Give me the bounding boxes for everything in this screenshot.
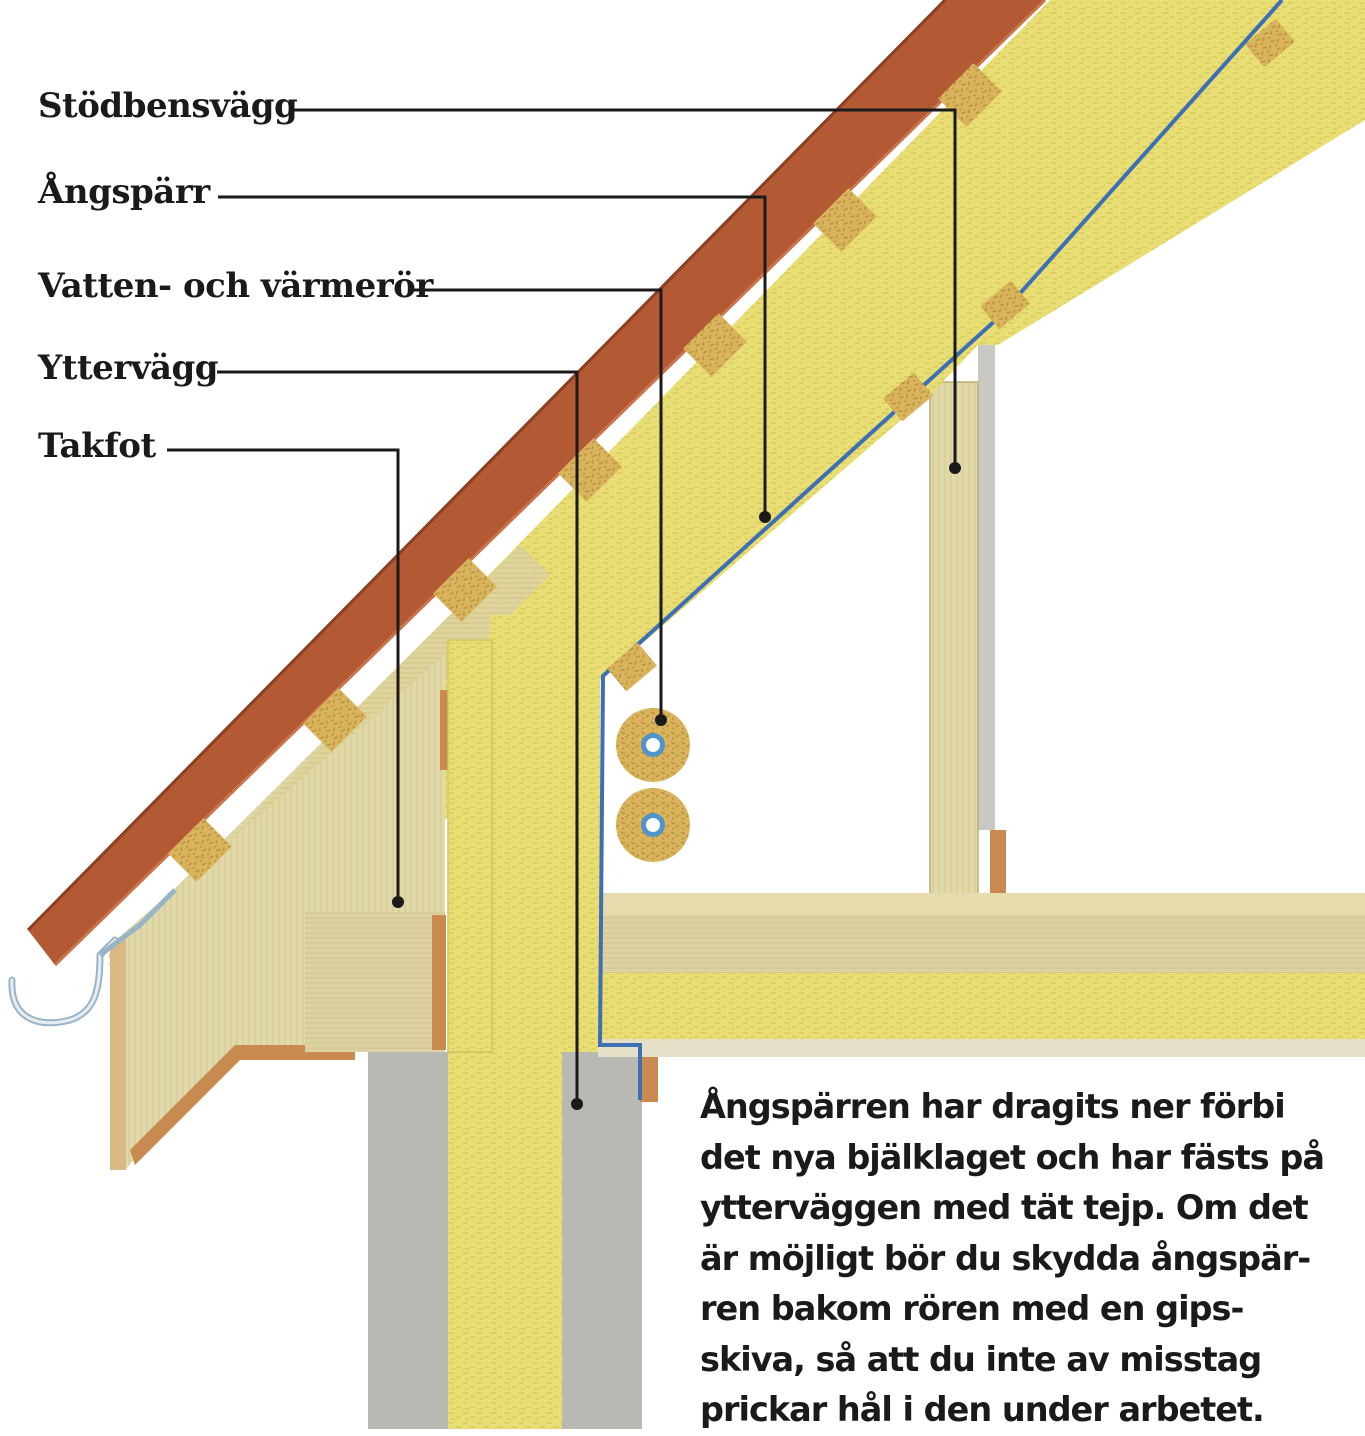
caption-line: Ångspärren har dragits ner förbi [700,1087,1286,1126]
roof-tiles [26,0,1047,967]
leader-angsparr [218,195,767,517]
leader-vatten [410,288,663,720]
label-stodbensvagg: Stödbensvägg [38,86,298,126]
leader-stodbensvagg [290,108,957,468]
leader-lines [167,108,957,1104]
leader-yttervagg [217,370,579,1104]
caption-line: det nya bjälklaget och har fästs på [700,1137,1325,1177]
leader-takfot [167,448,400,902]
outer-wall-post [448,640,492,1052]
caption-line: prickar hål i den under arbetet. [700,1390,1265,1429]
caption-line: ytterväggen med tät tejp. Om det [700,1188,1309,1227]
caption-line: är möjligt bör du skydda ångspär- [700,1238,1311,1278]
caption-line: ren bakom rören med en gips- [700,1289,1244,1328]
wall-insulation-lower [448,1052,562,1429]
gutter-icon [8,888,177,1027]
label-vatten-varmeror: Vatten- och värmerör [38,266,433,306]
vapor-barrier [597,0,1284,1100]
label-yttervagg: Yttervägg [38,348,219,388]
label-angsparr: Ångspärr [38,172,210,212]
label-takfot: Takfot [38,426,156,466]
caption: Ångspärren har dragits ner förbi det nya… [700,1082,1350,1436]
caption-line: skiva, så att du inte av misstag [700,1339,1262,1379]
inner-battens [607,18,1295,692]
interior-wall [978,345,995,830]
floor-insulation [600,973,1365,1039]
pipe-icon [616,708,690,862]
leader-dots [392,462,961,1110]
tile-battens [168,63,1002,882]
